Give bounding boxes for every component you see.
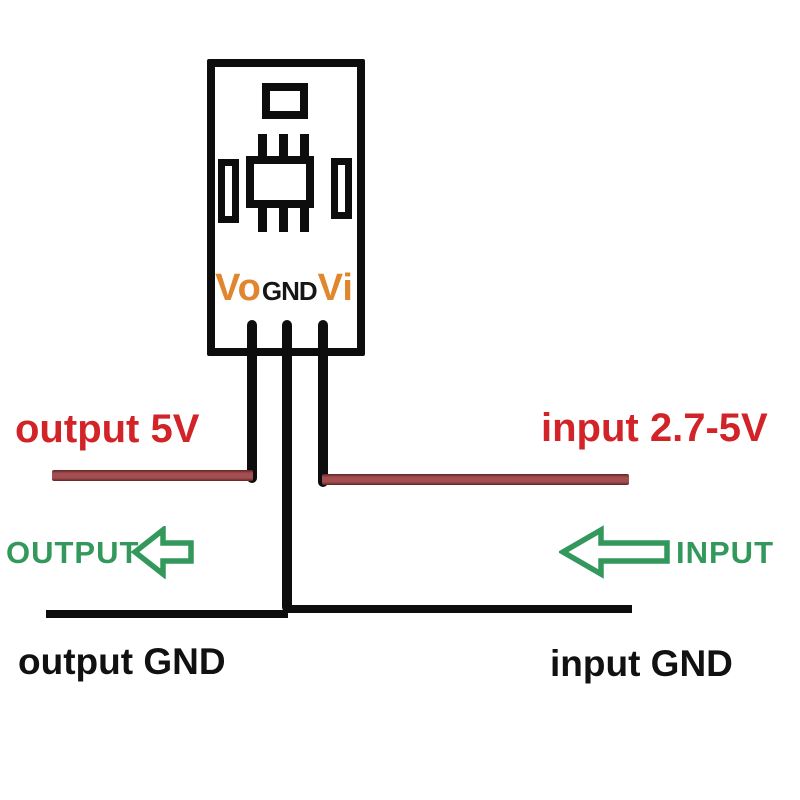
right-component-rect bbox=[331, 158, 352, 219]
input-voltage-label: input 2.7-5V bbox=[541, 406, 768, 450]
chip-lead-icon bbox=[300, 134, 309, 158]
input-word-label: INPUT bbox=[676, 535, 774, 570]
input-arrow-left-icon bbox=[559, 525, 670, 579]
output-ground-wire bbox=[46, 610, 288, 618]
left-component-rect bbox=[218, 159, 239, 223]
chip-body bbox=[246, 156, 314, 208]
wire-vo bbox=[247, 320, 257, 483]
chip-lead-icon bbox=[300, 206, 309, 232]
pin-label-vo: Vo bbox=[215, 267, 261, 309]
pin-label-gnd: GND bbox=[261, 276, 318, 306]
wire-vi bbox=[318, 320, 328, 487]
input-voltage-wire bbox=[322, 474, 629, 485]
wire-gnd bbox=[282, 320, 292, 612]
capacitor-rect bbox=[262, 83, 308, 119]
chip-lead-icon bbox=[279, 206, 288, 232]
output-word-label: OUTPUT bbox=[6, 535, 140, 570]
input-ground-wire bbox=[286, 605, 632, 613]
output-voltage-wire bbox=[52, 470, 253, 481]
chip-lead-icon bbox=[258, 206, 267, 232]
output-arrow-left-icon bbox=[131, 526, 194, 579]
output-ground-label: output GND bbox=[18, 641, 226, 682]
pin-labels: Vo GND Vi bbox=[215, 267, 353, 317]
output-voltage-label: output 5V bbox=[15, 407, 200, 451]
chip-lead-icon bbox=[279, 134, 288, 158]
chip-lead-icon bbox=[258, 134, 267, 158]
pin-label-vi: Vi bbox=[317, 267, 353, 309]
input-ground-label: input GND bbox=[550, 643, 733, 684]
